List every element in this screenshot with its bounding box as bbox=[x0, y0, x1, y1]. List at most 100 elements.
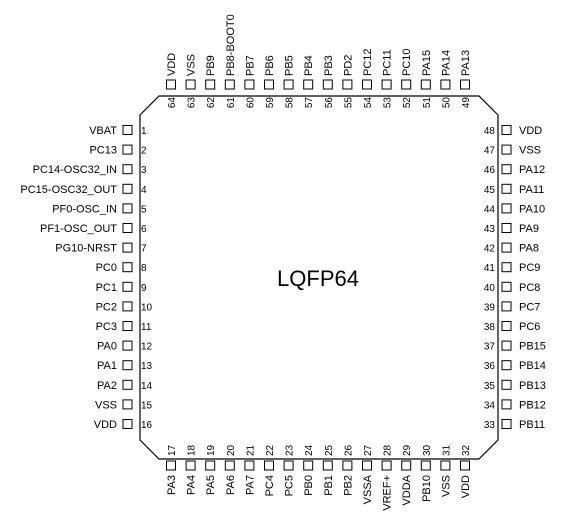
pin-pad bbox=[303, 460, 314, 471]
pin-number: 10 bbox=[141, 302, 153, 313]
pin-label: PB0 bbox=[303, 475, 315, 496]
pin-number: 5 bbox=[141, 204, 147, 215]
pin-number: 3 bbox=[141, 165, 147, 176]
pin-label: PA13 bbox=[460, 50, 472, 76]
pin-pad bbox=[381, 460, 392, 471]
pin-label: PB12 bbox=[519, 399, 546, 411]
pin-number: 19 bbox=[206, 444, 217, 456]
pin-pad bbox=[205, 79, 216, 90]
pin-number: 38 bbox=[484, 322, 496, 333]
pin-pad bbox=[303, 79, 314, 90]
pin-pad bbox=[122, 203, 133, 214]
pin-label: VSSA bbox=[362, 474, 374, 504]
pin-label: PA14 bbox=[440, 50, 452, 76]
pin-number: 18 bbox=[187, 444, 198, 456]
pin-pad bbox=[122, 301, 133, 312]
pin-label: VSS bbox=[519, 145, 541, 157]
pin-label: PA12 bbox=[519, 164, 545, 176]
pin-number: 50 bbox=[441, 97, 452, 109]
pin-label: PB10 bbox=[421, 475, 433, 502]
pin-pad bbox=[224, 79, 235, 90]
pin-pad bbox=[440, 460, 451, 471]
pin-number: 39 bbox=[484, 302, 496, 313]
pin-label: PC2 bbox=[96, 301, 117, 313]
pin-number: 47 bbox=[484, 146, 496, 157]
pin-pad bbox=[122, 183, 133, 194]
pin-number: 12 bbox=[141, 342, 153, 353]
pin-pad bbox=[501, 223, 512, 233]
pin-pad bbox=[244, 460, 255, 471]
pin-label: PB6 bbox=[264, 55, 276, 76]
pin-label: PA9 bbox=[519, 223, 539, 235]
pin-pad bbox=[224, 460, 235, 471]
pin-number: 28 bbox=[383, 444, 394, 456]
pin-pad bbox=[342, 460, 353, 471]
pin-pad bbox=[440, 79, 451, 90]
pin-pad bbox=[501, 281, 512, 292]
pin-number: 32 bbox=[461, 444, 472, 456]
pin-label: PF0-OSC_IN bbox=[52, 203, 117, 215]
pin-label: VBAT bbox=[89, 125, 117, 137]
pin-pad bbox=[401, 460, 412, 471]
pin-number: 53 bbox=[383, 97, 394, 109]
pin-pad bbox=[244, 79, 255, 90]
pin-pad bbox=[420, 79, 431, 90]
pin-number: 6 bbox=[141, 224, 147, 235]
pin-number: 51 bbox=[422, 97, 433, 109]
pin-number: 58 bbox=[285, 97, 296, 109]
pin-label: PC10 bbox=[401, 48, 413, 76]
pin-label: VREF+ bbox=[382, 475, 394, 511]
pin-number: 37 bbox=[484, 342, 496, 353]
pin-number: 55 bbox=[343, 97, 354, 109]
pin-label: PC7 bbox=[519, 301, 540, 313]
pin-number: 25 bbox=[324, 444, 335, 456]
pin-label: VDD bbox=[94, 419, 117, 431]
pin-pad bbox=[501, 419, 512, 429]
pin-label: PC5 bbox=[284, 475, 296, 496]
pin-number: 49 bbox=[461, 97, 472, 109]
pin-pad bbox=[264, 79, 274, 90]
pin-pad bbox=[166, 79, 176, 90]
pin-pad bbox=[122, 360, 133, 371]
pin-pad bbox=[501, 399, 512, 410]
pin-label: PC9 bbox=[519, 262, 540, 274]
pin-number: 31 bbox=[441, 444, 452, 456]
pin-number: 41 bbox=[484, 263, 496, 274]
pin-number: 9 bbox=[141, 283, 147, 294]
pin-label: PC0 bbox=[96, 262, 117, 274]
pin-number: 54 bbox=[363, 97, 374, 109]
pin-number: 62 bbox=[206, 97, 217, 109]
pin-label: PB8-BOOT0 bbox=[225, 14, 237, 76]
pin-number: 63 bbox=[187, 97, 198, 109]
pin-pad bbox=[401, 79, 412, 90]
pin-pad bbox=[122, 340, 133, 351]
pin-number: 1 bbox=[141, 126, 147, 137]
pin-number: 36 bbox=[484, 361, 496, 372]
pin-number: 22 bbox=[265, 444, 276, 456]
pin-label: PA8 bbox=[519, 243, 539, 255]
pin-number: 60 bbox=[245, 97, 256, 109]
pin-label: PA3 bbox=[166, 475, 178, 495]
pin-label: VDDA bbox=[401, 474, 413, 505]
pin-number: 24 bbox=[304, 444, 315, 456]
pin-label: PC14-OSC32_IN bbox=[33, 164, 117, 176]
pin-label: PC15-OSC32_OUT bbox=[20, 184, 117, 196]
pin-label: VSS bbox=[95, 399, 117, 411]
pin-label: PB2 bbox=[342, 475, 354, 496]
pin-label: PB11 bbox=[519, 419, 545, 431]
pin-number: 44 bbox=[484, 204, 496, 215]
pin-pad bbox=[185, 460, 196, 471]
pin-label: VDD bbox=[166, 53, 178, 76]
pin-pad bbox=[501, 379, 512, 390]
pin-pad bbox=[322, 460, 333, 471]
pin-label: PC8 bbox=[519, 282, 540, 294]
pin-pad bbox=[122, 419, 133, 429]
pin-pad bbox=[122, 281, 133, 292]
pin-label: PB9 bbox=[205, 55, 217, 76]
pin-number: 20 bbox=[226, 444, 237, 456]
pin-number: 14 bbox=[141, 381, 153, 392]
pin-number: 8 bbox=[141, 263, 147, 274]
pin-pad bbox=[122, 164, 133, 175]
pin-number: 15 bbox=[141, 400, 153, 411]
